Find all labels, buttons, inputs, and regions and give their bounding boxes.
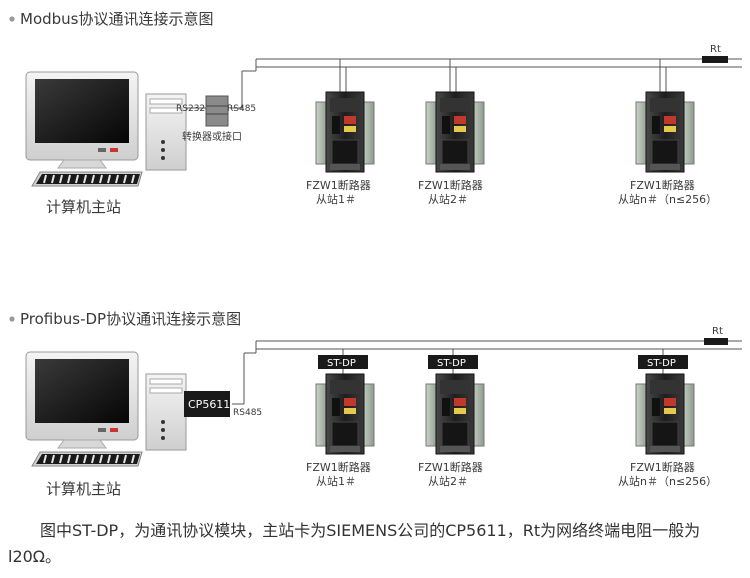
breaker-n-slave: 从站n＃（n≤256） [618,474,717,488]
breaker-1-icon [315,373,375,455]
profibus-title: Profibus-DP协议通讯连接示意图 [20,310,241,328]
breaker-1-name: FZW1断路器 [306,178,371,192]
breaker-1-slave: 从站1＃ [316,474,356,488]
terminator-resistor-icon [702,56,728,63]
cp5611-card [184,391,230,417]
breaker-n-name: FZW1断路器 [630,178,695,192]
breaker-2-slave: 从站2＃ [428,474,468,488]
rt-label: Rt [712,326,723,337]
breaker-2-slave: 从站2＃ [428,192,468,206]
cp5611-label: CP5611 [188,398,230,411]
breaker-1-name: FZW1断路器 [306,460,371,474]
rs232-label: RS232 [176,104,205,114]
caption-text: 图中ST-DP，为通讯协议模块，主站卡为SIEMENS公司的CP5611，Rt为… [8,521,701,566]
breaker-1-slave: 从站1＃ [316,192,356,206]
terminator-resistor-icon [704,338,728,345]
rs485-label: RS485 [233,408,262,418]
st-dp-module-n [638,355,688,369]
converter-icon [205,95,229,127]
breaker-2-icon [425,373,485,455]
rt-label: Rt [710,44,721,55]
master-label: 计算机主站 [46,198,121,216]
breaker-2-icon [425,91,485,173]
converter-label: 转换器或接口 [182,130,242,143]
breaker-n-slave: 从站n＃（n≤256） [618,192,717,206]
breaker-n-name: FZW1断路器 [630,460,695,474]
master-computer-icon [25,351,187,467]
bullet-icon [9,316,15,322]
modbus-title: Modbus协议通讯连接示意图 [20,10,214,28]
rs485-label: RS485 [227,104,256,114]
master-computer-icon [25,71,187,187]
breaker-n-icon [635,373,695,455]
breaker-2-name: FZW1断路器 [418,178,483,192]
st-dp-label-2: ST-DP [437,358,466,369]
breaker-n-icon [635,91,695,173]
breaker-2-name: FZW1断路器 [418,460,483,474]
modbus-bus [176,58,742,109]
breaker-1-icon [315,91,375,173]
master-label: 计算机主站 [46,480,121,498]
bullet-icon [9,16,15,22]
st-dp-module-2 [428,355,478,369]
profibus-bus [176,340,742,405]
st-dp-label-1: ST-DP [327,358,356,369]
st-dp-label-n: ST-DP [647,358,676,369]
st-dp-module-1 [318,355,368,369]
